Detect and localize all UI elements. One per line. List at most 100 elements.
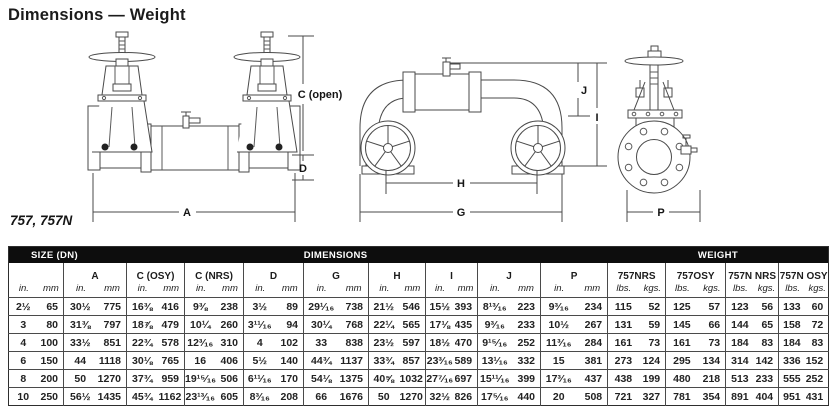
table-cell: 23³⁄₁₆ xyxy=(425,351,455,370)
table-cell: 29¹⁄₁₆ xyxy=(303,297,340,316)
table-cell: 851 xyxy=(97,333,127,352)
table-cell: 9³⁄₁₆ xyxy=(540,297,578,316)
table-cell: 431 xyxy=(805,387,829,406)
table-cell: 18⅞ xyxy=(126,315,159,334)
table-cell: 23½ xyxy=(368,333,400,352)
unit-label: in. xyxy=(316,283,327,294)
table-cell: 142 xyxy=(754,351,779,370)
column-group-label: D xyxy=(269,271,278,282)
table-cell: 738 xyxy=(339,297,369,316)
table-cell: 199 xyxy=(639,369,666,388)
table-cell: 238 xyxy=(216,297,244,316)
table-cell: 332 xyxy=(512,351,541,370)
table-cell: 233 xyxy=(754,369,779,388)
table-cell: 506 xyxy=(216,369,244,388)
band-header-dimensions: DIMENSIONS xyxy=(63,246,608,263)
table-cell: 826 xyxy=(454,387,478,406)
table-cell: 8¹³⁄₁₆ xyxy=(477,297,513,316)
table-cell: 22¾ xyxy=(126,333,159,352)
unit-label: mm xyxy=(42,283,59,294)
dimension-c-open: C (open) xyxy=(288,36,343,151)
table-cell: 416 xyxy=(158,297,185,316)
table-cell: 310 xyxy=(216,333,244,352)
table-cell: 6¹¹⁄₁₆ xyxy=(243,369,277,388)
table-cell: 13¹⁄₁₆ xyxy=(477,351,513,370)
table-cell: 66 xyxy=(303,387,340,406)
table-cell: 513 xyxy=(725,369,755,388)
table-cell: 100 xyxy=(38,333,64,352)
table-cell: 555 xyxy=(778,369,806,388)
dim-label-h: H xyxy=(457,178,465,190)
table-cell: 1375 xyxy=(339,369,369,388)
table-cell: 15½ xyxy=(425,297,455,316)
table-cell: 3 xyxy=(8,315,39,334)
table-cell: 16⅜ xyxy=(126,297,159,316)
table-cell: 54⅛ xyxy=(303,369,340,388)
diagram-757n-side-view: J I H G xyxy=(360,58,607,222)
unit-label: in. xyxy=(137,283,148,294)
table-cell: 65 xyxy=(38,297,64,316)
table-cell: 45¾ xyxy=(126,387,159,406)
table-cell: 381 xyxy=(577,351,608,370)
unit-label: kgs. xyxy=(643,283,662,294)
column-group-label: A xyxy=(91,271,99,282)
table-cell: 435 xyxy=(454,315,478,334)
table-cell: 336 xyxy=(778,351,806,370)
table-cell: 775 xyxy=(97,297,127,316)
column-group-label: C (OSY) xyxy=(136,271,175,282)
table-cell: 73 xyxy=(698,333,726,352)
dimension-p: P xyxy=(627,190,700,222)
table-cell: 30½ xyxy=(63,297,98,316)
table-cell: 8 xyxy=(8,369,39,388)
table-cell: 102 xyxy=(276,333,304,352)
table-cell: 2½ xyxy=(8,297,39,316)
table-cell: 133 xyxy=(778,297,806,316)
page-title: Dimensions — Weight xyxy=(8,6,186,24)
table-cell: 50 xyxy=(63,369,98,388)
table-cell: 94 xyxy=(276,315,304,334)
table-cell: 15¹¹⁄₁₆ xyxy=(477,369,513,388)
table-cell: 83 xyxy=(805,333,829,352)
column-group-label: G xyxy=(332,271,340,282)
table-cell: 134 xyxy=(698,351,726,370)
table-cell: 480 xyxy=(665,369,699,388)
table-cell: 11³⁄₁₆ xyxy=(540,333,578,352)
table-cell: 508 xyxy=(577,387,608,406)
unit-label: mm xyxy=(222,283,238,294)
table-cell: 797 xyxy=(97,315,127,334)
dim-label-d: D xyxy=(299,163,307,175)
table-cell: 208 xyxy=(276,387,304,406)
table-cell: 891 xyxy=(725,387,755,406)
dim-label-i: I xyxy=(595,112,598,124)
column-group-label: 757OSY xyxy=(676,271,715,282)
table-cell: 4 xyxy=(8,333,39,352)
table-cell: 1435 xyxy=(97,387,127,406)
table-cell: 597 xyxy=(399,333,426,352)
table-cell: 124 xyxy=(639,351,666,370)
unit-label: in. xyxy=(490,283,501,294)
table-cell: 161 xyxy=(665,333,699,352)
table-cell: 765 xyxy=(158,351,185,370)
table-cell: 354 xyxy=(698,387,726,406)
unit-label: in. xyxy=(379,283,390,294)
dimension-i: I xyxy=(564,63,607,166)
table-cell: 260 xyxy=(216,315,244,334)
table-cell: 10¼ xyxy=(184,315,217,334)
table-cell: 73 xyxy=(639,333,666,352)
table-cell: 152 xyxy=(805,351,829,370)
table-cell: 33 xyxy=(303,333,340,352)
table-cell: 200 xyxy=(38,369,64,388)
table-cell: 1270 xyxy=(399,387,426,406)
unit-label: in. xyxy=(435,283,446,294)
table-cell: 605 xyxy=(216,387,244,406)
unit-label: lbs. xyxy=(616,283,632,294)
